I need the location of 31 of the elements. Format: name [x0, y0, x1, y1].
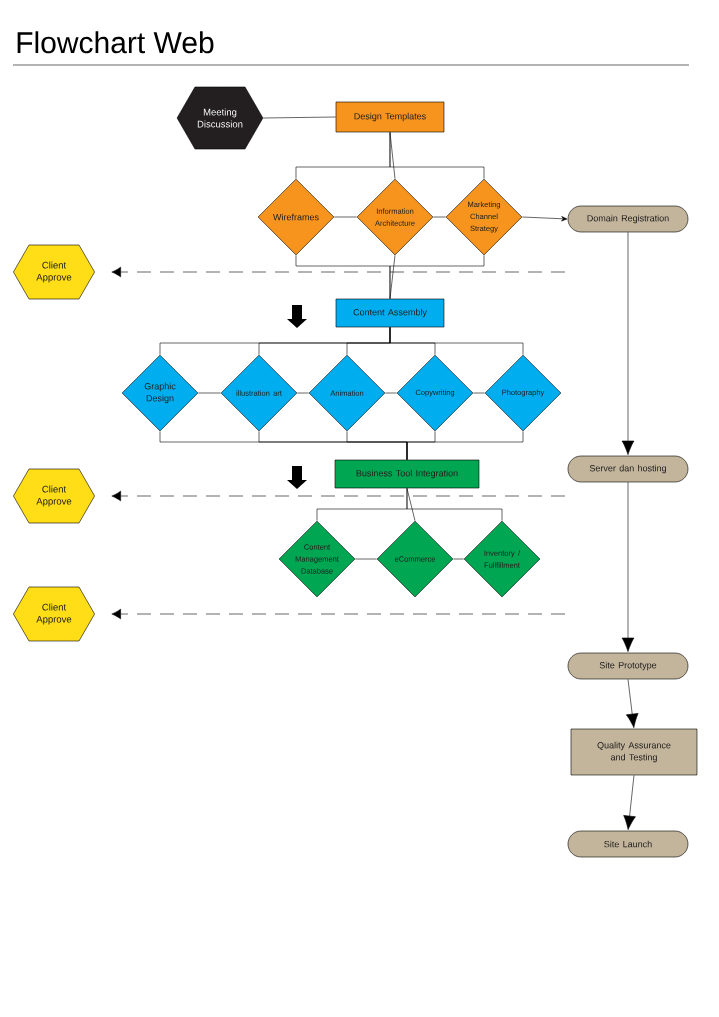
- arrow: [626, 679, 639, 728]
- connector-line: [385, 392, 397, 394]
- connector-line: [198, 392, 221, 394]
- connector-line: [389, 255, 485, 299]
- terminal-pill: Site Prototype: [567, 652, 689, 680]
- process-box: Design Templates: [335, 101, 445, 133]
- connector-line: [406, 431, 524, 460]
- connector-line: [389, 327, 524, 355]
- terminal-pill: Server dan hosting: [567, 455, 689, 483]
- connector-line: [334, 216, 357, 218]
- connector-line: [297, 392, 309, 394]
- connector-line: [262, 116, 336, 119]
- dashed-arrow: [111, 608, 566, 620]
- connector-line: [355, 558, 377, 560]
- dashed-arrow: [111, 490, 566, 502]
- connector-line: [389, 132, 485, 179]
- connector-line: [453, 558, 464, 560]
- terminal-pill: Site Launch: [567, 830, 689, 858]
- arrow: [623, 775, 636, 830]
- arrow: [621, 232, 635, 455]
- process-box: Quality Assurance and Testing: [570, 728, 698, 776]
- terminal-pill: Domain Registration: [567, 205, 689, 233]
- connector-line: [433, 216, 446, 218]
- process-box: Business Tool Integration: [334, 459, 480, 489]
- connector-line: [406, 488, 503, 521]
- title: Flowchart Web: [17, 31, 214, 54]
- connector-line: [473, 392, 485, 394]
- arrow: [621, 482, 635, 652]
- dashed-arrow: [111, 266, 566, 278]
- arrow: [522, 216, 568, 222]
- process-box: Content Assembly: [335, 298, 445, 328]
